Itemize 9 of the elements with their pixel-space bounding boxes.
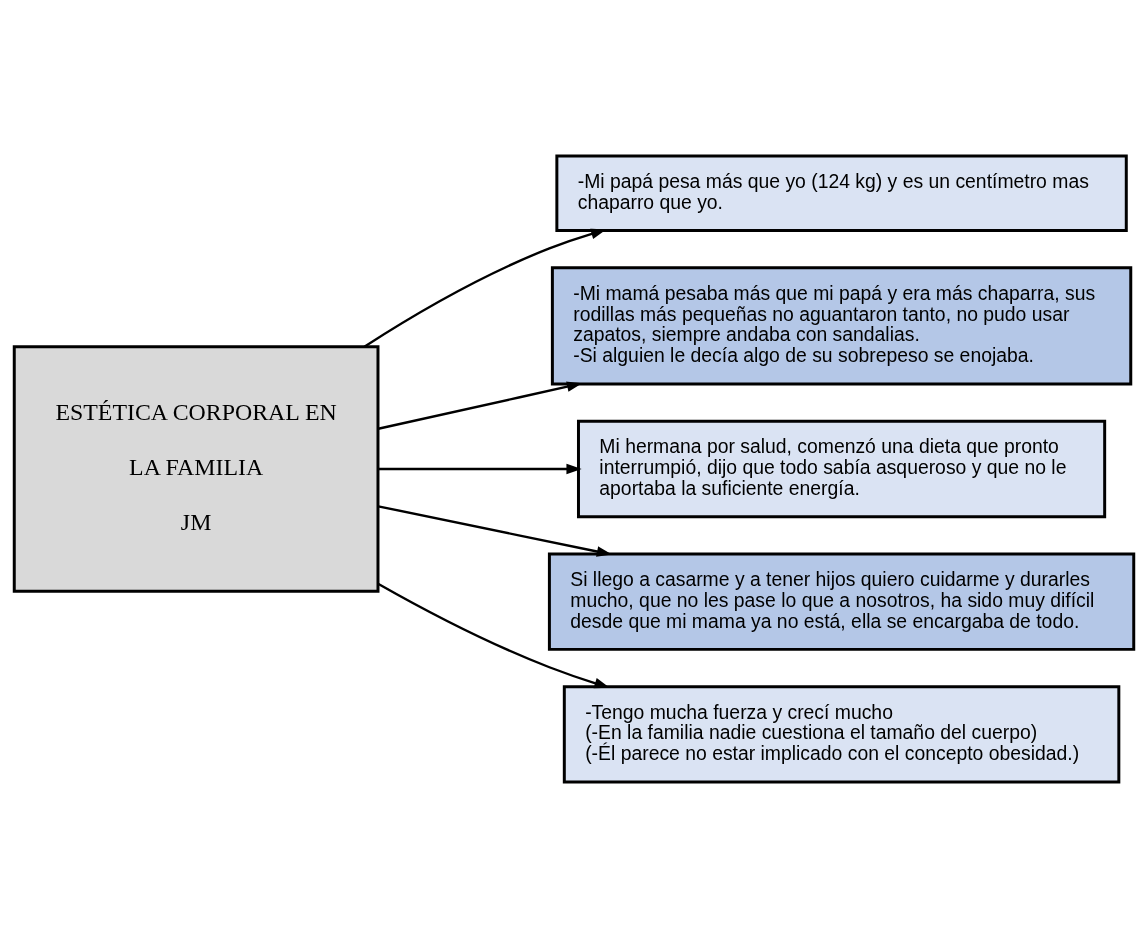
node-box: Mi hermana por salud, comenzó una dieta que pronto interrumpió, dijo que todo sabía asqueroso y que no le aportaba la suficiente energía. [577,419,1107,518]
node-box: -Mi mamá pesaba más que mi papá y era más chaparra, sus rodillas más pequeñas no aguantaron tanto, no pudo usar zapatos, siempre andaba con sandalias. -Si alguien le decía algo de su sobrepeso se enojaba. [550,265,1133,385]
node-box: Si llego a casarme y a tener hijos quiero cuidarme y durarles mucho, que no les pase lo que a nosotros, ha sido muy difícil desde que mi mama ya no está, ella se encargaba de todo. [547,552,1136,651]
node-box: -Mi papá pesa más que yo (124 kg) y es un centímetro mas chaparro que yo. [555,153,1128,232]
arrow [377,582,610,688]
arrow [378,504,613,557]
node-box: -Tengo mucha fuerza y crecí mucho (-En la familia nadie cuestiona el tamaño del cuerpo) (-Él parece no estar implicado con el concepto obesidad.) [562,684,1121,784]
node-box: ESTÉTICA CORPORAL EN LA FAMILIA JM [12,344,380,593]
arrow [378,463,582,474]
